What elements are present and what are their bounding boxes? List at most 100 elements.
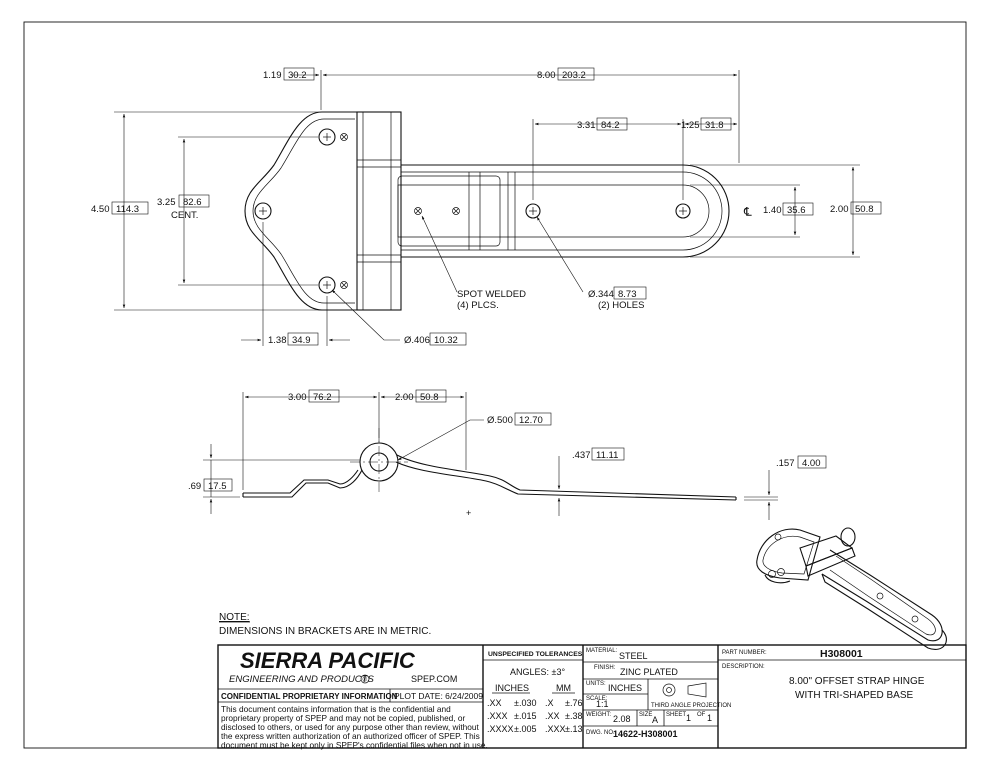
svg-text:30.2: 30.2 (288, 70, 307, 81)
svg-text:UNITS:: UNITS: (586, 681, 606, 687)
svg-text:disclosed to others, or used f: disclosed to others, or used for any pur… (221, 722, 480, 732)
svg-text:.X: .X (545, 698, 554, 708)
svg-text:±.005: ±.005 (514, 724, 536, 734)
svg-text:(2) HOLES: (2) HOLES (598, 300, 644, 311)
svg-text:2.08: 2.08 (613, 714, 631, 724)
svg-text:31.8: 31.8 (705, 120, 724, 131)
svg-text:OF: OF (697, 712, 706, 718)
dim-end-radius: 1.25 31.8 (681, 117, 732, 131)
svg-text:CENT.: CENT. (171, 210, 198, 221)
svg-text:11.11: 11.11 (596, 450, 618, 461)
svg-text:INCHES: INCHES (495, 683, 529, 693)
svg-text:DWG. NO.: DWG. NO. (586, 730, 615, 736)
svg-text:WEIGHT:: WEIGHT: (586, 712, 611, 718)
dim-height-overall: 4.50 114.3 (91, 201, 149, 215)
svg-text:.XXXX: .XXXX (487, 724, 514, 734)
svg-text:SHEET: SHEET (666, 712, 686, 718)
part-number: H308001 (820, 648, 863, 660)
dim-strap-hole: Ø.344 8.73(2) HOLES (588, 286, 647, 311)
svg-text:.XX: .XX (545, 711, 560, 721)
svg-text:SPOT WELDED: SPOT WELDED (457, 289, 526, 300)
svg-text:12.70: 12.70 (519, 415, 543, 426)
dim-side-offset: 2.00 50.8 (395, 389, 447, 403)
svg-text:1: 1 (686, 713, 691, 723)
company-logo: SIERRA PACIFIC (240, 648, 416, 673)
svg-text:3.25: 3.25 (157, 197, 176, 208)
svg-text:1:1: 1:1 (596, 699, 609, 709)
svg-text:10.32: 10.32 (434, 335, 458, 346)
top-view: ℄ (91, 67, 882, 346)
svg-text:203.2: 203.2 (562, 70, 586, 81)
svg-text:DESCRIPTION:: DESCRIPTION: (722, 664, 765, 670)
svg-text:.437: .437 (572, 450, 591, 461)
dim-side-left: 3.00 76.2 (288, 389, 340, 403)
svg-text:proprietary property of SPEP a: proprietary property of SPEP and may not… (221, 713, 466, 723)
svg-text:.69: .69 (188, 481, 201, 492)
svg-text:±.76: ±.76 (565, 698, 582, 708)
svg-text:A: A (652, 715, 658, 725)
svg-text:50.8: 50.8 (420, 392, 439, 403)
svg-text:3.00: 3.00 (288, 392, 307, 403)
svg-text:±.13: ±.13 (565, 724, 582, 734)
svg-text:17.5: 17.5 (208, 481, 227, 492)
sheet-border (23, 21, 967, 749)
svg-text:THIRD ANGLE PROJECTION: THIRD ANGLE PROJECTION (651, 703, 731, 709)
note: NOTE: DIMENSIONS IN BRACKETS ARE IN METR… (219, 612, 431, 637)
svg-text:14622-H308001: 14622-H308001 (613, 729, 678, 739)
svg-text:76.2: 76.2 (313, 392, 332, 403)
svg-text:This document contains informa: This document contains information that … (221, 704, 451, 714)
svg-text:MM: MM (556, 683, 571, 693)
svg-text:±.030: ±.030 (514, 698, 536, 708)
svg-text:the express written authorizat: the express written authorization of an … (221, 731, 480, 741)
svg-text:document must be kept only in: document must be kept only in SPEP's con… (221, 740, 488, 750)
svg-text:±.38: ±.38 (565, 711, 582, 721)
svg-text:114.3: 114.3 (116, 204, 139, 215)
svg-text:Ø.500: Ø.500 (487, 415, 513, 426)
svg-text:CONFIDENTIAL PROPRIETARY INFOR: CONFIDENTIAL PROPRIETARY INFORMATION (221, 692, 398, 701)
svg-text:2.00: 2.00 (395, 392, 414, 403)
svg-text:4.00: 4.00 (802, 458, 821, 469)
dim-top-overall: 8.00 203.2 (537, 67, 595, 81)
svg-text:WITH TRI-SHAPED BASE: WITH TRI-SHAPED BASE (795, 690, 913, 701)
svg-text:34.9: 34.9 (292, 335, 311, 346)
svg-text:2.00: 2.00 (830, 204, 849, 215)
svg-text:.XXX: .XXX (545, 724, 566, 734)
dim-thickness: .157 4.00 (776, 455, 827, 469)
svg-text:STEEL: STEEL (619, 651, 648, 661)
svg-text:8.00" OFFSET STRAP HINGE: 8.00" OFFSET STRAP HINGE (789, 676, 925, 687)
svg-text:ANGLES: ±3°: ANGLES: ±3° (510, 667, 565, 677)
svg-text:NOTE:: NOTE: (219, 612, 250, 623)
svg-text:®: ® (363, 677, 368, 684)
svg-text:DIMENSIONS IN BRACKETS ARE IN: DIMENSIONS IN BRACKETS ARE IN METRIC. (219, 626, 431, 637)
dim-rise: .437 11.11 (572, 447, 625, 461)
svg-text:1.19: 1.19 (263, 70, 282, 81)
svg-text:ZINC PLATED: ZINC PLATED (620, 667, 678, 677)
svg-text:Ø.344: Ø.344 (588, 289, 614, 300)
svg-text:MATERIAL:: MATERIAL: (586, 648, 618, 654)
dim-base-offset: 1.38 34.9 (268, 332, 319, 346)
svg-text:FINISH:: FINISH: (594, 665, 616, 671)
svg-text:ENGINEERING AND PRODUCTS: ENGINEERING AND PRODUCTS (229, 674, 374, 685)
svg-text:INCHES: INCHES (608, 683, 642, 693)
svg-text:4.50: 4.50 (91, 204, 110, 215)
dim-side-height: .69 17.5 (188, 478, 233, 492)
svg-text:8.73: 8.73 (618, 289, 637, 300)
svg-text:.157: .157 (776, 458, 795, 469)
title-block: SIERRA PACIFIC ENGINEERING AND PRODUCTS … (217, 644, 967, 750)
svg-text:+: + (466, 508, 471, 518)
svg-text:PART NUMBER:: PART NUMBER: (722, 650, 767, 656)
svg-text:±.015: ±.015 (514, 711, 536, 721)
svg-text:8.00: 8.00 (537, 70, 556, 81)
svg-text:1.38: 1.38 (268, 335, 287, 346)
dim-spot-weld: SPOT WELDED(4) PLCS. (457, 289, 526, 311)
isometric-view (756, 527, 947, 650)
svg-text:1.25: 1.25 (681, 120, 700, 131)
side-view: + 3.00 76.2 2.00 50.8 Ø.500 12.70 .437 11.11 (188, 389, 827, 520)
svg-text:35.6: 35.6 (787, 205, 806, 216)
svg-text:(4) PLCS.: (4) PLCS. (457, 300, 499, 311)
svg-text:3.31: 3.31 (577, 120, 596, 131)
